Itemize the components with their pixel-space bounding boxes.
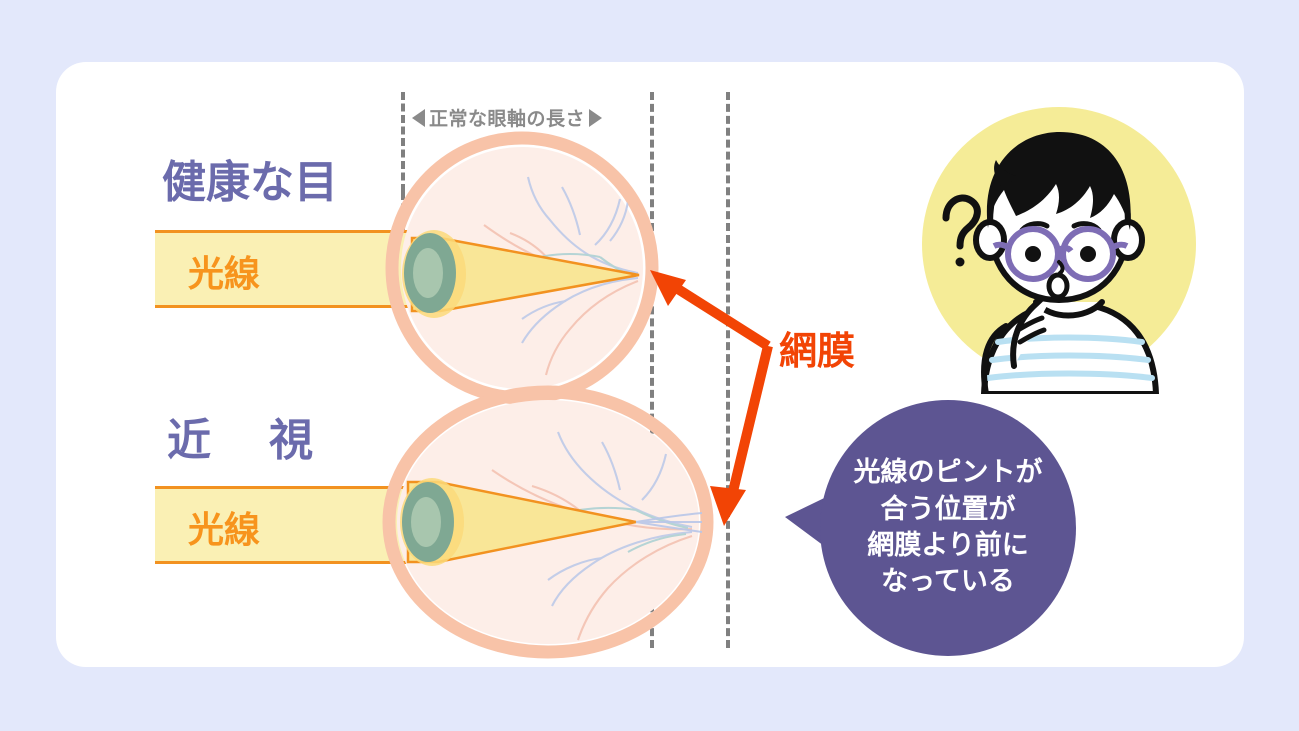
healthy-light-beam-band xyxy=(155,230,430,308)
triangle-left-icon xyxy=(412,108,425,127)
thinking-boy-illustration xyxy=(922,107,1196,394)
myopia-heading: 近視 xyxy=(167,415,371,466)
healthy-eye-heading: 健康な目 xyxy=(162,157,338,208)
healthy-light-beam-label: 光線 xyxy=(188,254,261,295)
question-mark-icon xyxy=(942,194,981,267)
speech-bubble-text: 光線のピントが 合う位置が 網膜より前に なっている xyxy=(854,455,1043,601)
glasses-icon xyxy=(992,226,1129,282)
bubble-line-1: 光線のピントが xyxy=(853,457,1043,489)
speech-bubble: 光線のピントが 合う位置が 網膜より前に なっている xyxy=(820,400,1076,656)
axial-length-text: 正常な眼軸の長さ xyxy=(429,108,586,130)
myopic-eye-diagram xyxy=(382,385,714,659)
bubble-line-3: 網膜より前に xyxy=(867,530,1029,561)
bubble-line-4: なっている xyxy=(881,566,1015,598)
axial-length-label: 正常な眼軸の長さ xyxy=(412,104,603,131)
healthy-eye-diagram xyxy=(385,131,659,405)
myopia-light-beam-label: 光線 xyxy=(188,510,261,551)
triangle-right-icon xyxy=(589,108,603,127)
retina-double-arrow xyxy=(650,270,773,526)
retina-label: 網膜 xyxy=(779,329,856,373)
normal-retina-reference-line xyxy=(650,92,654,648)
myopic-retina-reference-line xyxy=(726,92,730,648)
bubble-line-2: 合う位置が xyxy=(880,493,1016,525)
cornea-reference-line xyxy=(401,92,405,192)
